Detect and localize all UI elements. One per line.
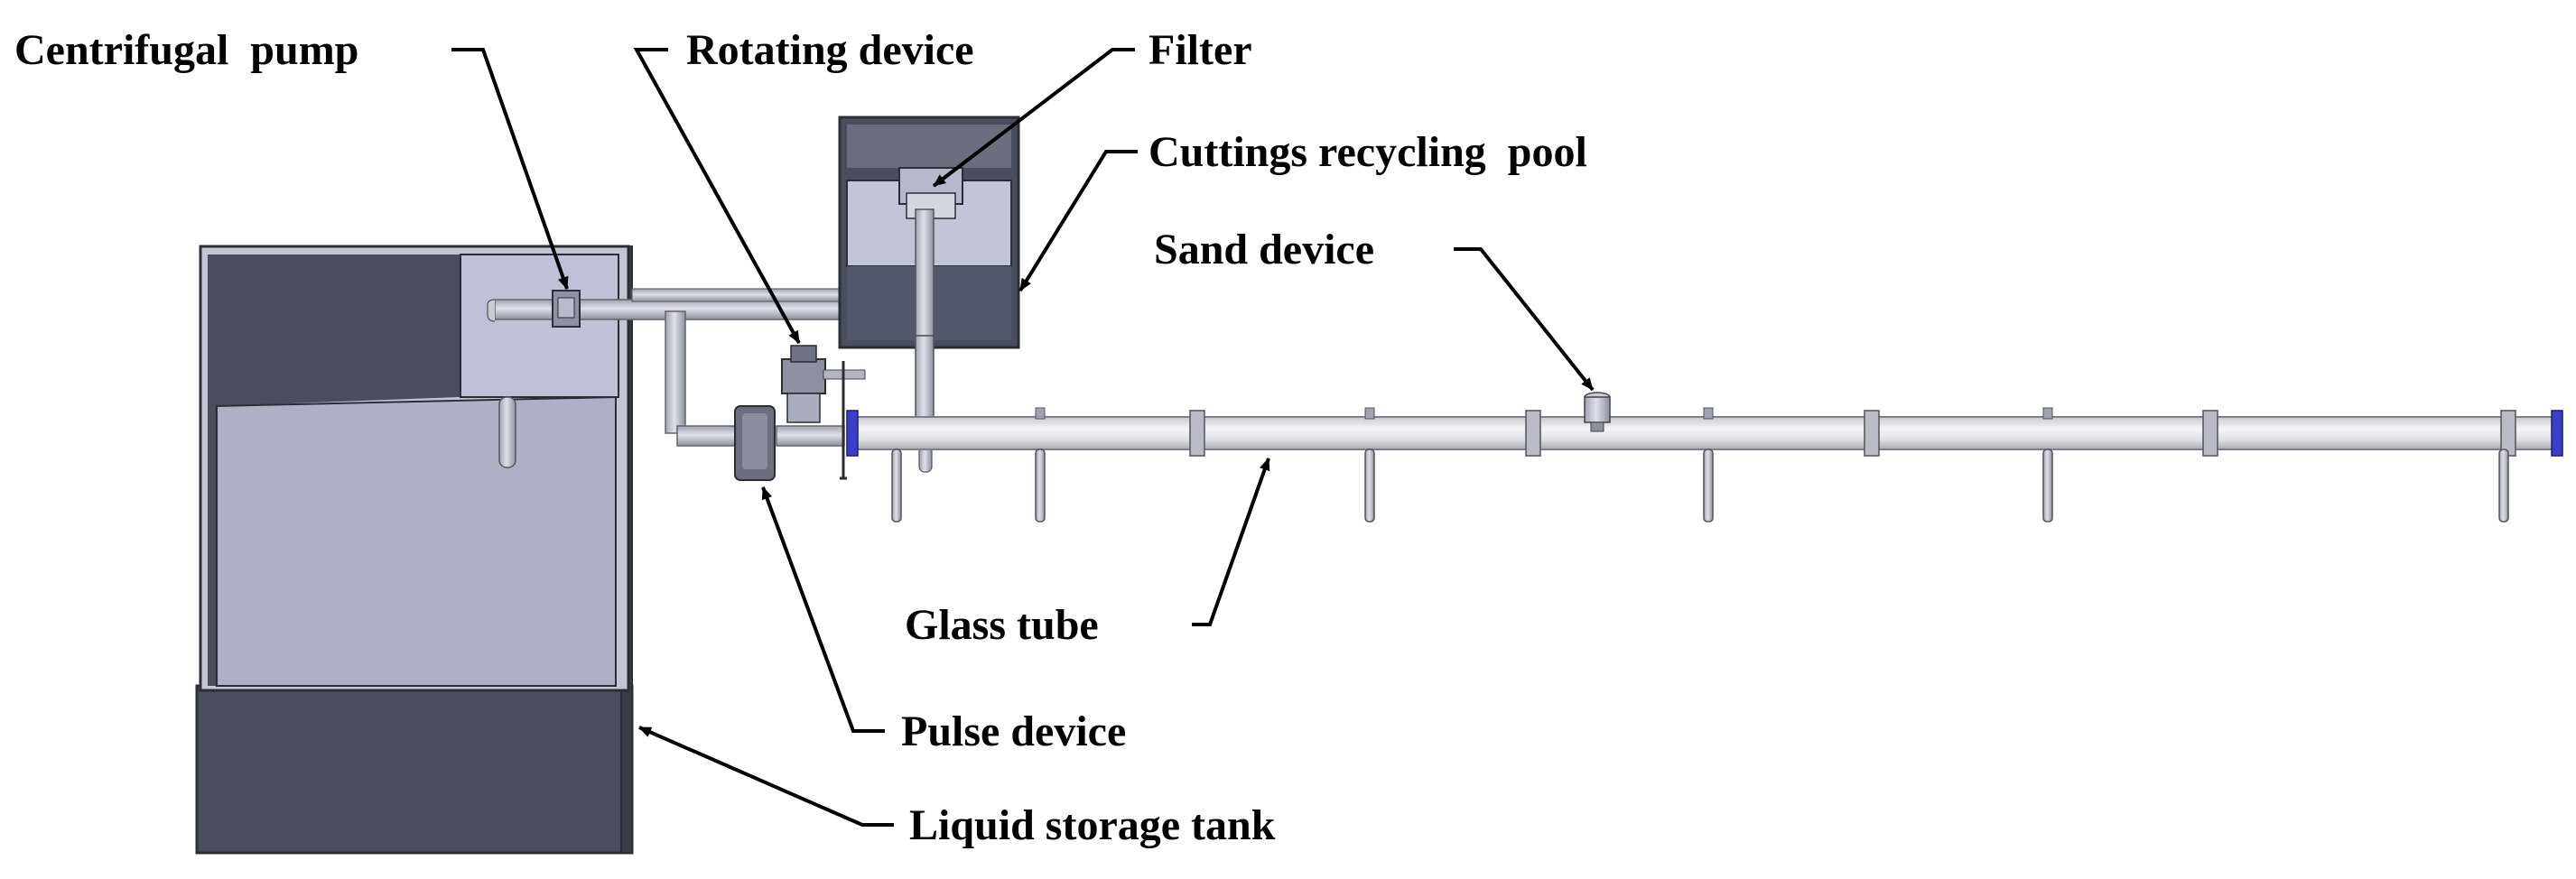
tube-right-flange bbox=[2551, 410, 2563, 457]
label-centrifugal-pump: Centrifugal pump bbox=[14, 26, 358, 74]
leader-filter bbox=[932, 48, 1135, 188]
cuttings-recycling-pool bbox=[838, 116, 1020, 473]
pulse-device bbox=[734, 405, 776, 481]
tank-suction-pipe bbox=[498, 396, 516, 468]
pump-piping bbox=[487, 288, 857, 447]
sand-device bbox=[1584, 392, 1611, 432]
label-pulse-device: Pulse device bbox=[901, 708, 1126, 755]
label-rotating-device: Rotating device bbox=[686, 26, 974, 74]
label-glass-tube: Glass tube bbox=[905, 601, 1099, 649]
tube-left-flange bbox=[846, 410, 859, 457]
centrifugal-pump bbox=[552, 290, 581, 328]
leader-cuttings-pool bbox=[1018, 150, 1138, 292]
leader-pulse-device bbox=[761, 486, 885, 733]
label-cuttings-recycling-pool: Cuttings recycling pool bbox=[1149, 128, 1587, 176]
tank-front-face bbox=[195, 684, 634, 855]
label-sand-device: Sand device bbox=[1154, 226, 1374, 273]
label-filter: Filter bbox=[1149, 26, 1252, 74]
leader-rotating-device bbox=[633, 48, 801, 344]
tube-tap-stubs bbox=[1035, 407, 2053, 420]
tube-supports bbox=[891, 449, 2509, 523]
tank-liquid bbox=[216, 395, 617, 687]
leader-liquid-tank bbox=[638, 726, 894, 827]
tank-inner-left-wall bbox=[208, 254, 460, 686]
tube-joints bbox=[1189, 410, 2516, 457]
glass-tube bbox=[846, 407, 2563, 523]
liquid-storage-tank bbox=[195, 245, 634, 855]
leader-centrifugal-pump bbox=[451, 48, 569, 290]
leader-sand-device bbox=[1454, 247, 1595, 392]
labels: Centrifugal pump Rotating device Filter … bbox=[14, 26, 1587, 849]
leader-glass-tube bbox=[1192, 458, 1270, 626]
rotating-device bbox=[781, 345, 866, 480]
tank-platform bbox=[460, 254, 619, 398]
leader-lines bbox=[451, 48, 1595, 827]
label-liquid-storage-tank: Liquid storage tank bbox=[909, 801, 1276, 849]
